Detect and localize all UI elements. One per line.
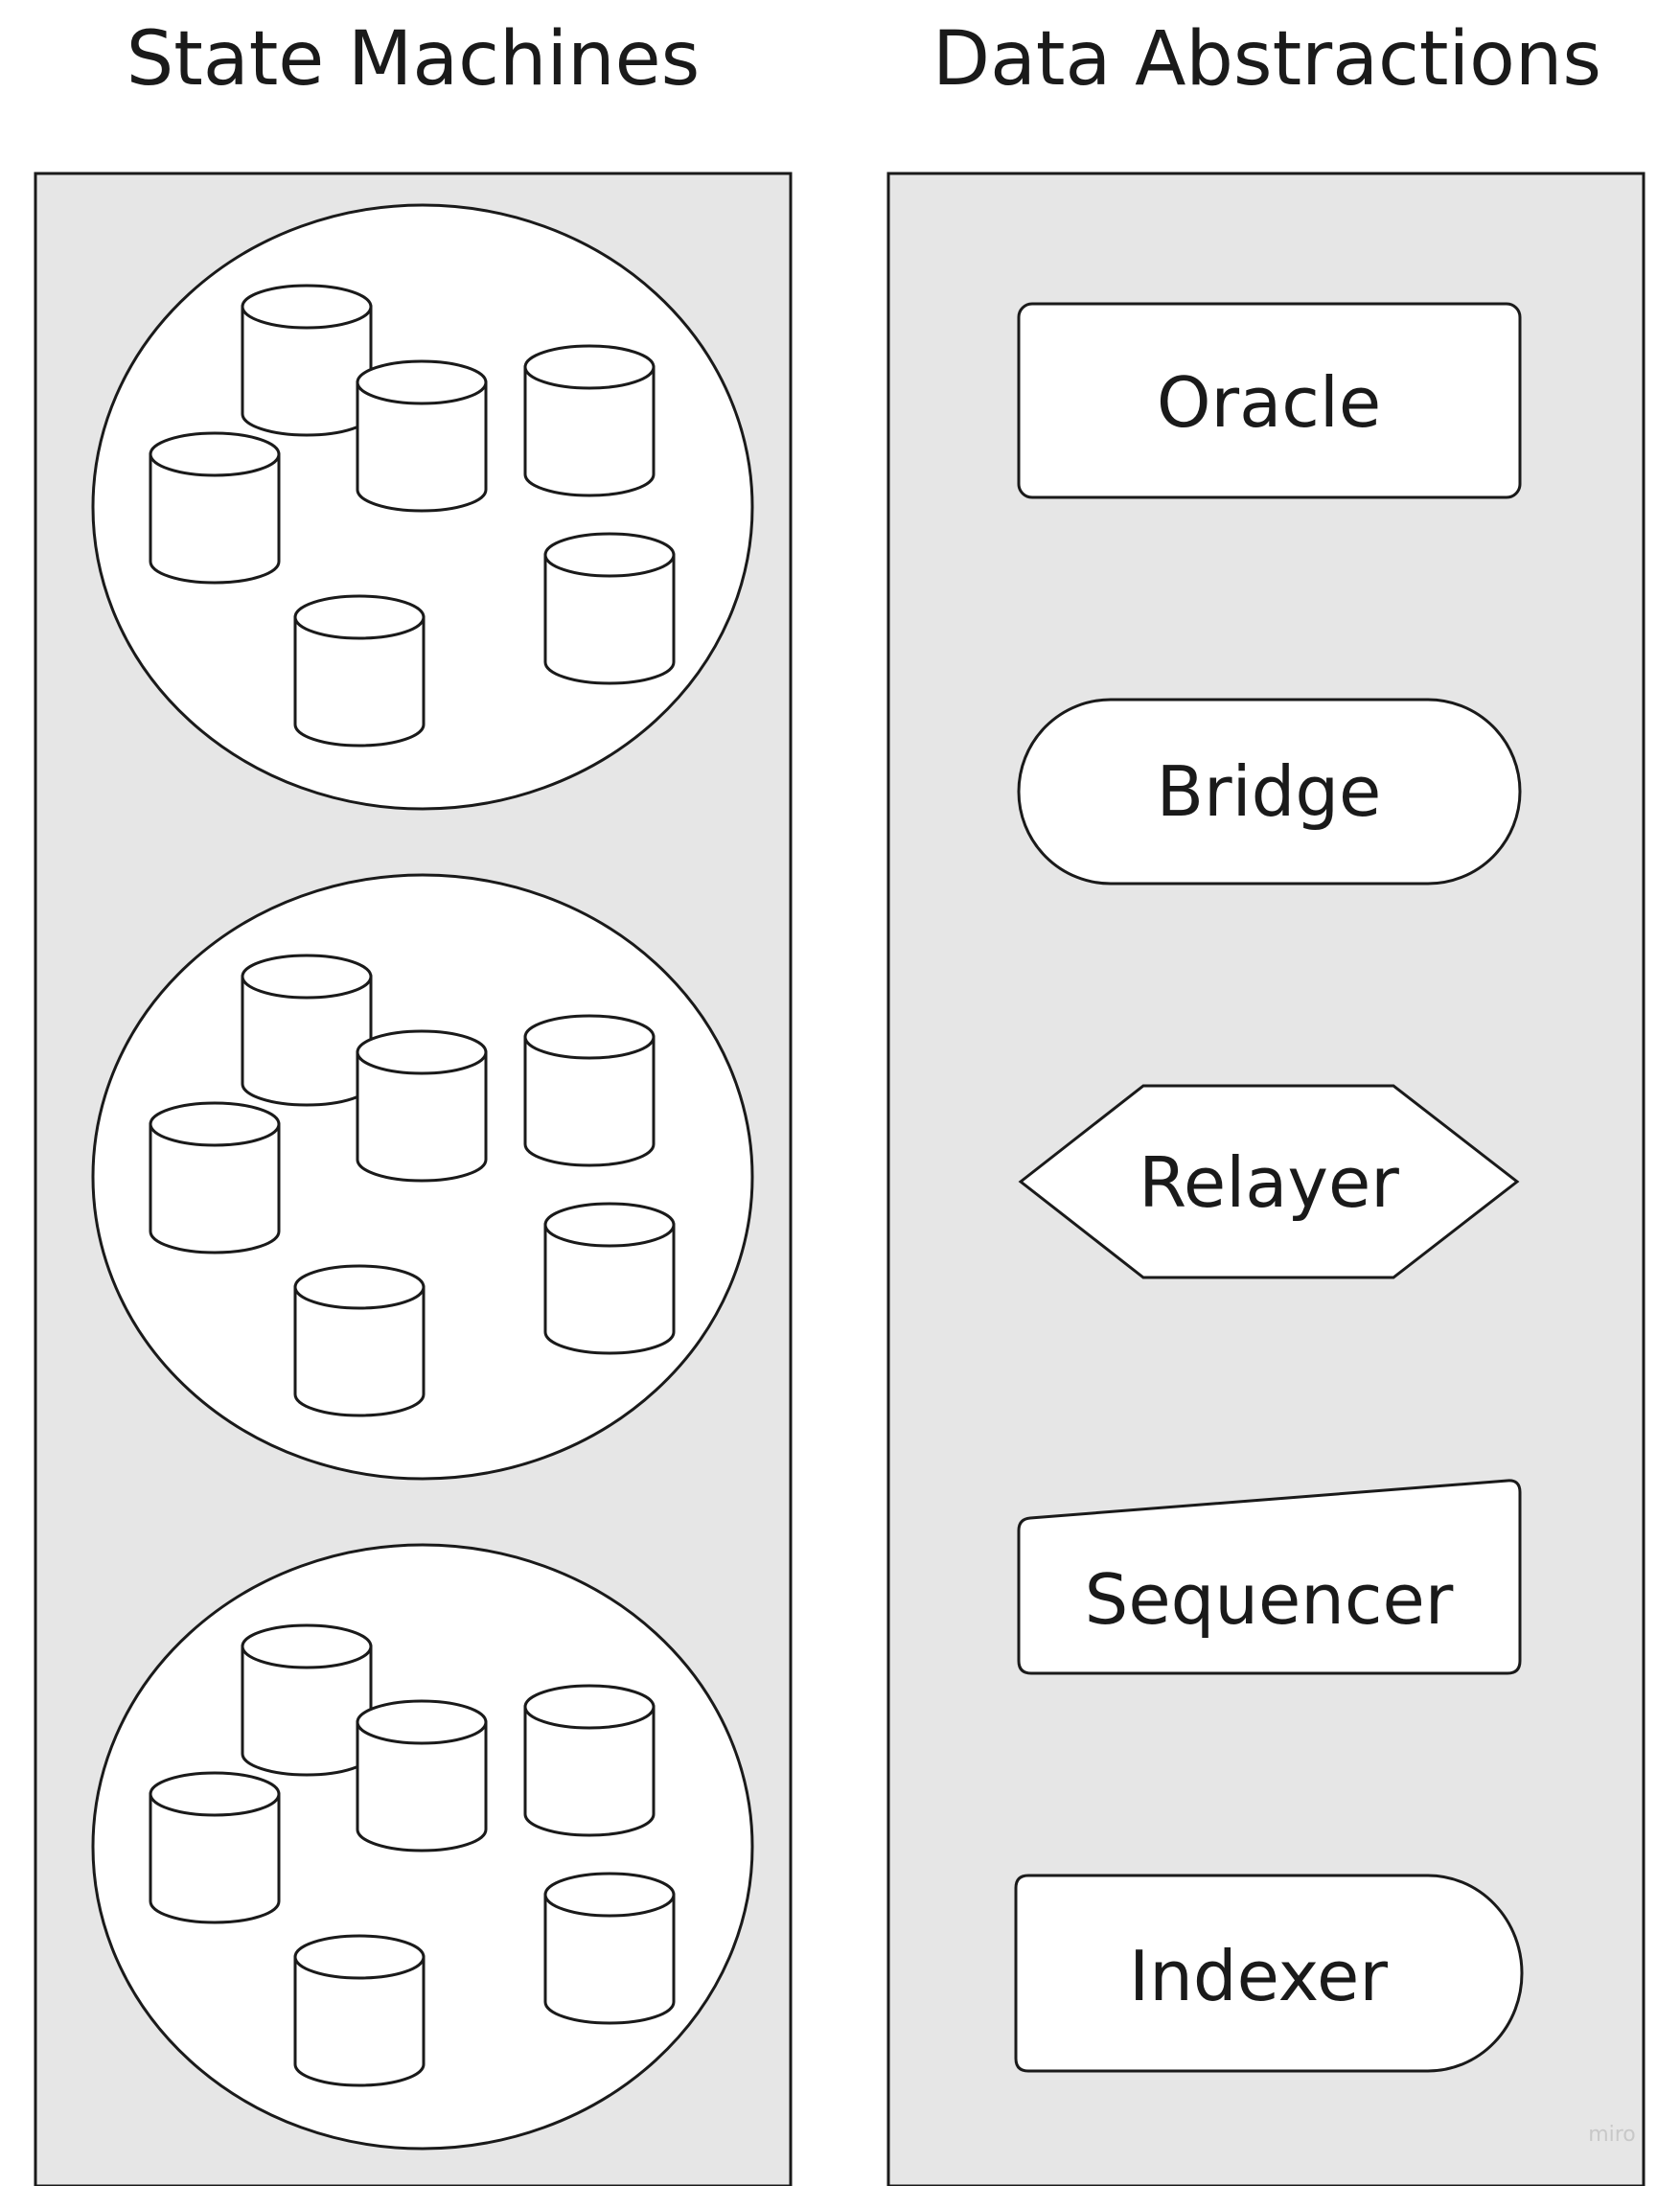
relayer-label: Relayer: [1139, 1142, 1399, 1223]
bridge-label: Bridge: [1157, 751, 1382, 832]
state-machine-group: [91, 873, 754, 1481]
relayer-shape: [1018, 1084, 1520, 1279]
sequencer-label: Sequencer: [1085, 1559, 1454, 1640]
database-icon: [241, 954, 373, 1107]
database-icon: [543, 1872, 676, 2025]
bridge-node: Bridge: [1017, 698, 1522, 886]
database-icon: [293, 1934, 426, 2087]
indexer-label: Indexer: [1129, 1936, 1388, 2016]
database-icon: [523, 344, 656, 497]
state-machine-group: [91, 203, 754, 811]
database-cluster: [149, 1623, 676, 2087]
indexer-node: Indexer: [1014, 1874, 1524, 2073]
oracle-shape: [1017, 302, 1522, 499]
database-cluster: [149, 284, 676, 748]
database-icon: [523, 1014, 656, 1167]
database-icon: [149, 1771, 281, 1924]
relayer-node: Relayer: [1018, 1084, 1520, 1279]
sequencer-shape: [1017, 1479, 1522, 1675]
database-icon: [293, 594, 426, 748]
data-abstractions-title: Data Abstractions: [932, 16, 1601, 103]
database-icon: [356, 359, 488, 513]
oracle-label: Oracle: [1157, 362, 1381, 443]
state-machine-group: [91, 1543, 754, 2151]
database-icon: [293, 1264, 426, 1417]
database-icon: [543, 532, 676, 685]
database-icon: [149, 1101, 281, 1254]
indexer-shape: [1014, 1874, 1524, 2073]
database-icon: [241, 1623, 373, 1777]
sequencer-node: Sequencer: [1017, 1479, 1522, 1675]
miro-watermark: miro: [1588, 2123, 1636, 2147]
database-cluster: [149, 954, 676, 1417]
oracle-node: Oracle: [1017, 302, 1522, 499]
database-icon: [149, 431, 281, 585]
database-icon: [241, 284, 373, 437]
database-icon: [356, 1029, 488, 1183]
database-icon: [543, 1202, 676, 1355]
database-icon: [356, 1699, 488, 1852]
bridge-shape: [1017, 698, 1522, 886]
database-icon: [523, 1684, 656, 1837]
state-machines-title: State Machines: [127, 16, 700, 103]
